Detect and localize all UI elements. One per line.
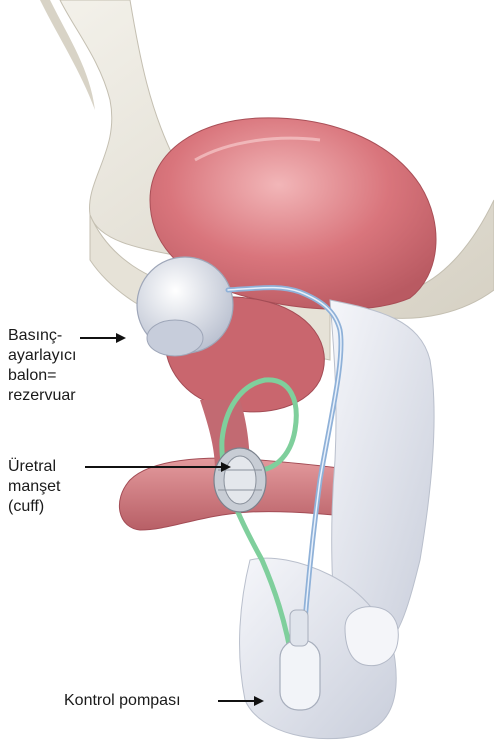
urethral-cuff: [214, 448, 266, 512]
reservoir-arrow: [80, 333, 126, 343]
pump-label: Kontrol pompası: [64, 691, 181, 711]
cuff-label: Üretral manşet (cuff): [8, 457, 60, 517]
reservoir-label: Basınç- ayarlayıcı balon= rezervuar: [8, 326, 76, 406]
